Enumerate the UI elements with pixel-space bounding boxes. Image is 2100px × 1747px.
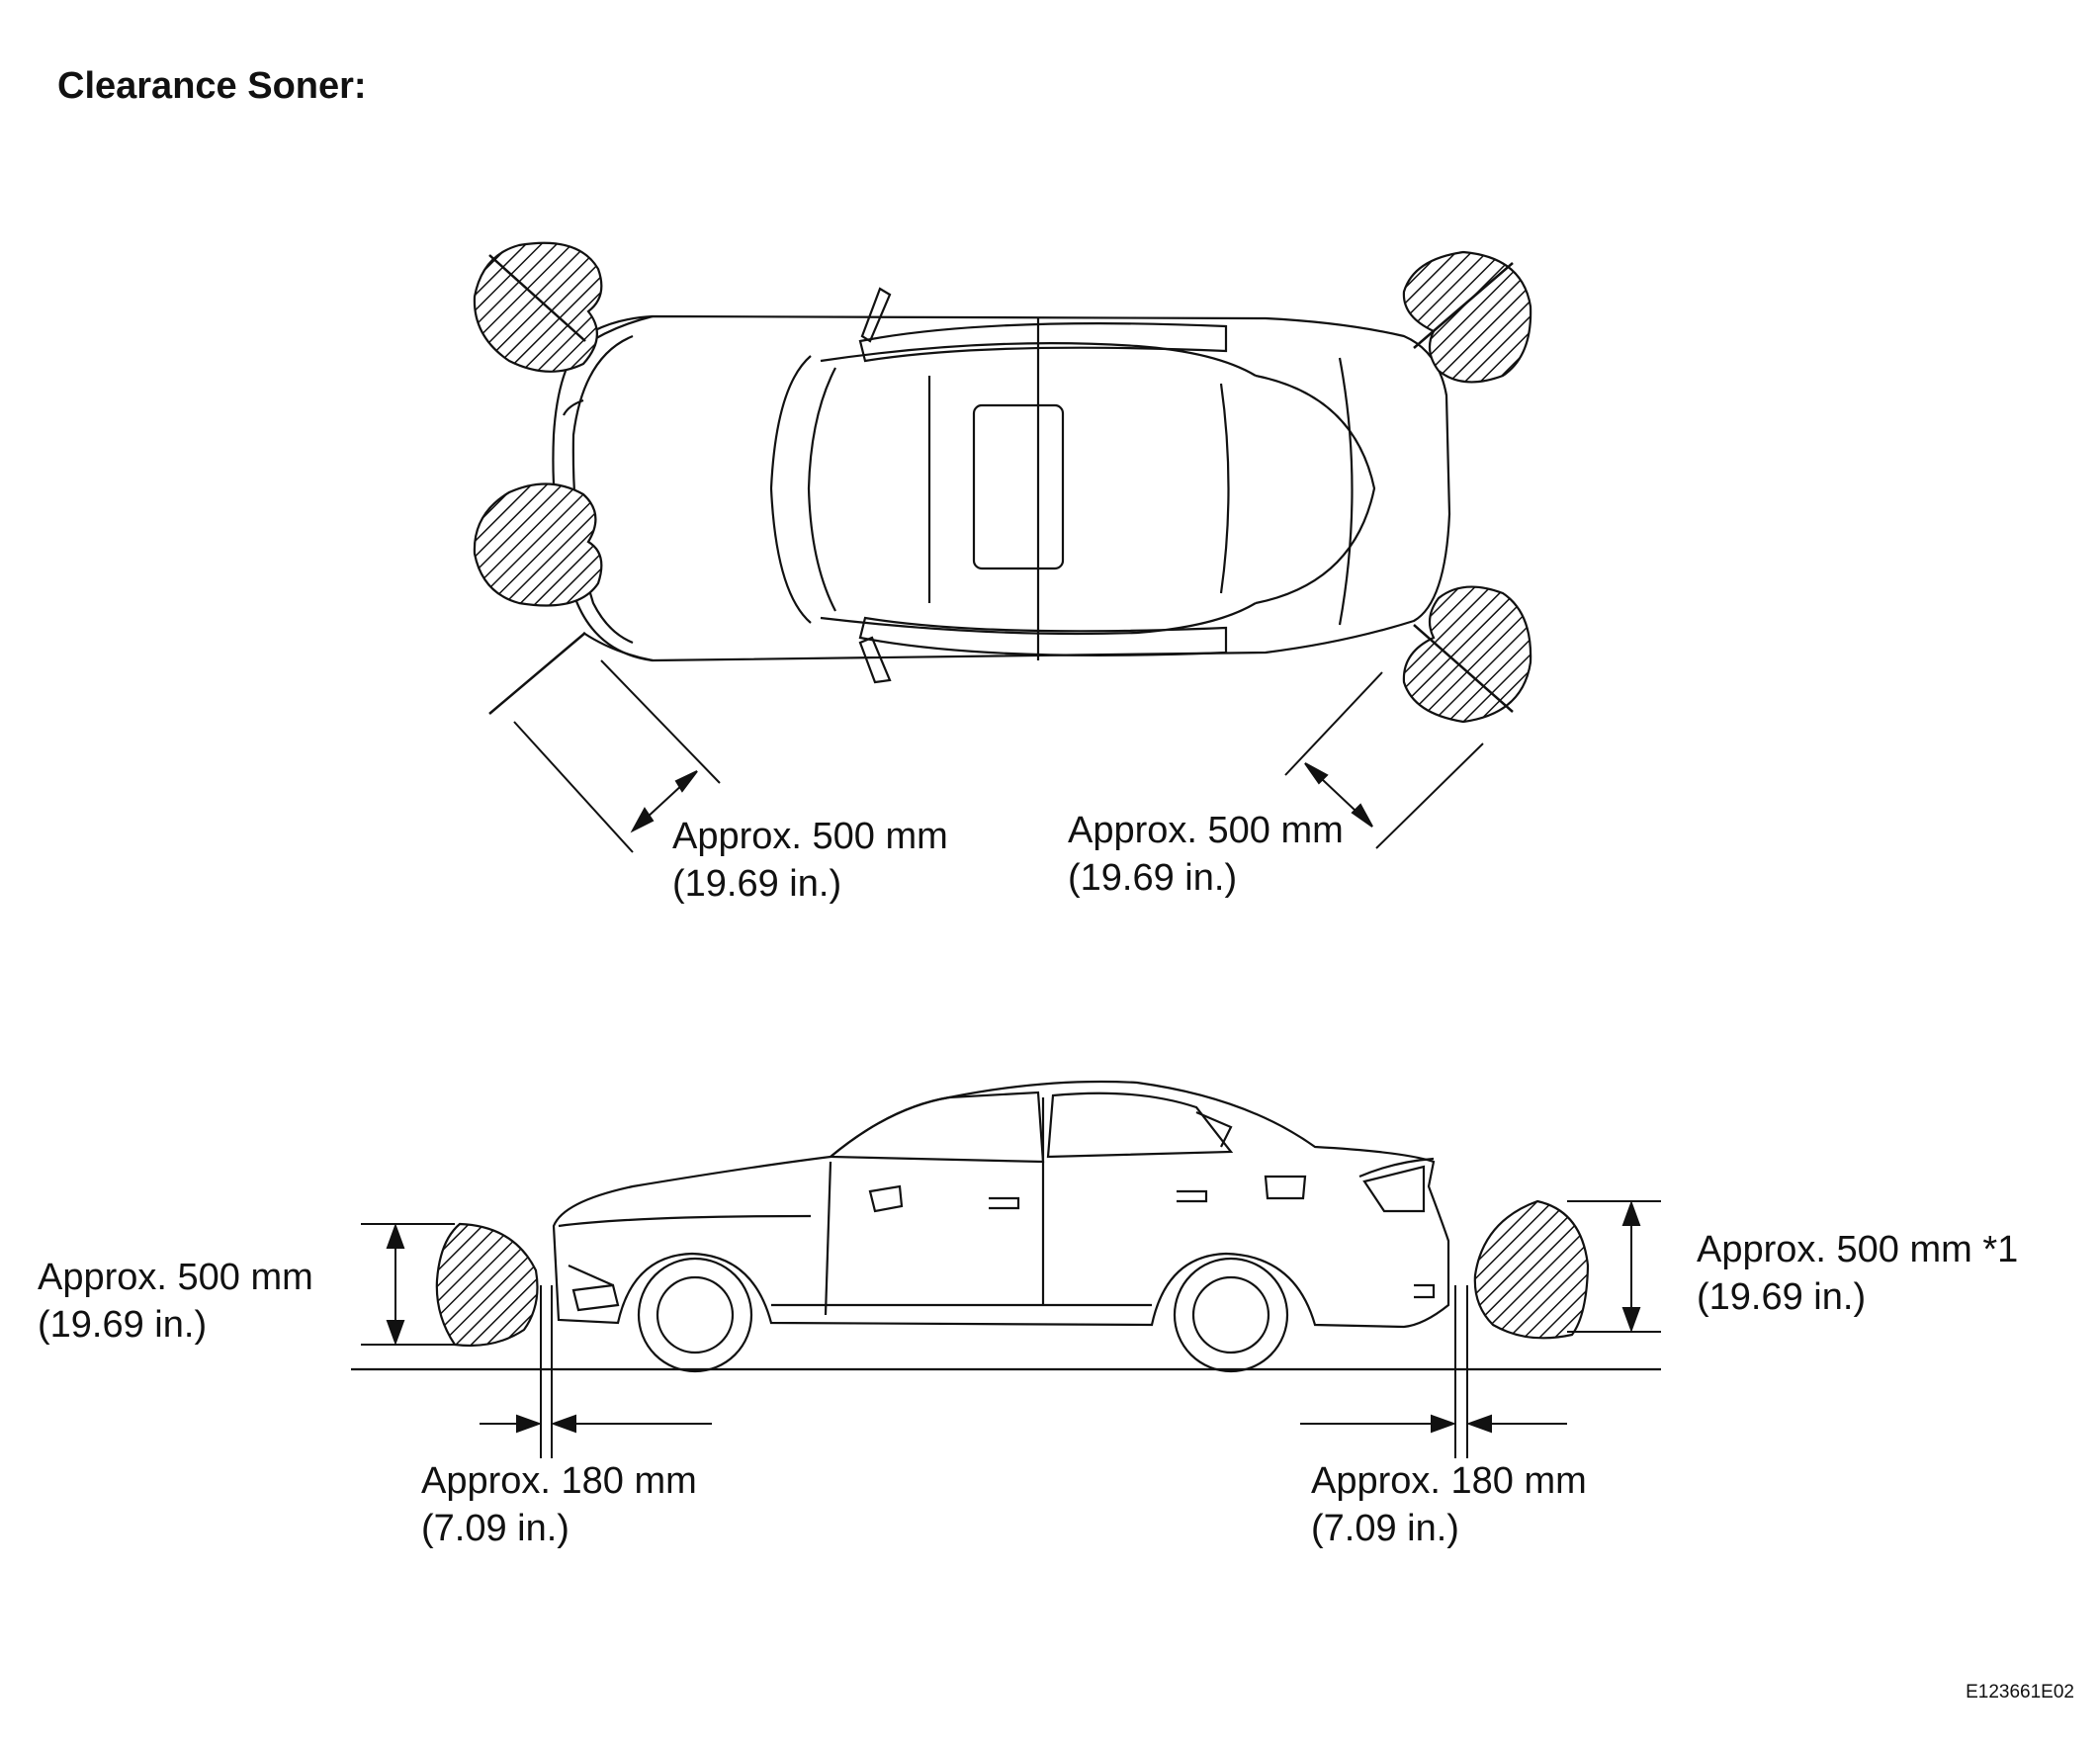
label-top-front-distance: Approx. 500 mm (19.69 in.) xyxy=(672,813,948,908)
label-top-rear-distance: Approx. 500 mm (19.69 in.) xyxy=(1068,807,1344,902)
label-line: Approx. 500 mm xyxy=(672,816,948,857)
label-side-front-gap: Approx. 180 mm (7.09 in.) xyxy=(421,1457,697,1552)
label-line: (19.69 in.) xyxy=(1068,857,1238,899)
figure-id: E123661E02 xyxy=(1966,1682,2074,1703)
car-top-view xyxy=(552,287,1451,684)
sonar-zone-top-rear-left xyxy=(1402,250,1532,384)
sonar-zone-side-rear xyxy=(1473,1199,1590,1340)
dimension-side-front-height xyxy=(361,1223,455,1346)
dimension-side-front-gap xyxy=(480,1285,712,1458)
label-line: Approx. 500 mm *1 xyxy=(1697,1229,2019,1270)
label-line: Approx. 180 mm xyxy=(421,1460,697,1502)
label-line: (7.09 in.) xyxy=(1311,1508,1459,1549)
label-side-rear-gap: Approx. 180 mm (7.09 in.) xyxy=(1311,1457,1587,1552)
dimension-top-rear xyxy=(1284,671,1484,849)
label-line: (19.69 in.) xyxy=(1697,1276,1867,1318)
label-line: Approx. 500 mm xyxy=(38,1257,313,1298)
dimension-top-front xyxy=(513,659,721,853)
label-line: Approx. 180 mm xyxy=(1311,1460,1587,1502)
sonar-zone-top-rear-right xyxy=(1402,585,1532,724)
label-line: (7.09 in.) xyxy=(421,1508,569,1549)
dimension-side-rear-height xyxy=(1567,1200,1661,1333)
label-side-rear-height: Approx. 500 mm *1 (19.69 in.) xyxy=(1697,1226,2018,1321)
sonar-zone-side-front xyxy=(435,1222,539,1348)
car-side-view xyxy=(552,1080,1450,1373)
sonar-zone-top-front-right xyxy=(473,482,603,715)
label-line: (19.69 in.) xyxy=(672,863,842,905)
sonar-zone-top-front-left xyxy=(473,241,603,373)
dimension-side-rear-gap xyxy=(1300,1285,1567,1458)
label-line: Approx. 500 mm xyxy=(1068,810,1344,851)
label-side-front-height: Approx. 500 mm (19.69 in.) xyxy=(38,1254,313,1349)
page-title: Clearance Soner: xyxy=(57,65,367,107)
label-line: (19.69 in.) xyxy=(38,1304,208,1346)
